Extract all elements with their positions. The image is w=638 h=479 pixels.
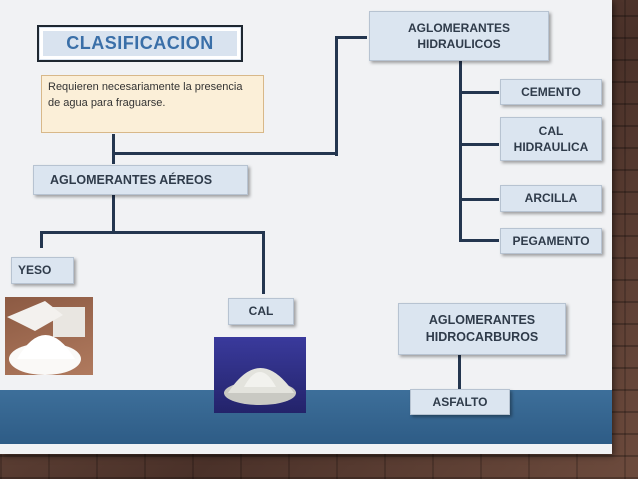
node-cal-hidraulica: CAL HIDRAULICA [500, 117, 602, 161]
node-label-line: CAL [538, 123, 564, 138]
connector-line [458, 355, 461, 389]
connector-line [459, 198, 499, 201]
node-label-line: HIDRAULICOS [417, 37, 501, 51]
yeso-photo [5, 297, 93, 375]
page-title: CLASIFICACION [37, 25, 243, 62]
connector-line [459, 239, 499, 242]
slide-canvas: CLASIFICACION Requieren necesariamente l… [0, 0, 612, 454]
connector-line [113, 152, 337, 155]
connector-line [337, 36, 367, 39]
node-yeso: YESO [11, 257, 74, 284]
connector-line [41, 231, 265, 234]
connector-line [459, 91, 499, 94]
connector-line [112, 134, 115, 164]
lime-powder-image [224, 368, 296, 405]
node-label-line: HIDRAULICA [513, 140, 589, 154]
node-aglomerantes-hidrocarburos: AGLOMERANTES HIDROCARBUROS [398, 303, 566, 355]
node-label-line: HIDROCARBUROS [425, 330, 539, 344]
node-asfalto: ASFALTO [410, 389, 510, 415]
connector-line [112, 195, 115, 233]
connector-line [40, 231, 43, 248]
connector-line [459, 143, 499, 146]
node-cemento: CEMENTO [500, 79, 602, 105]
connector-line [459, 60, 462, 241]
node-aglomerantes-hidraulicos: AGLOMERANTES HIDRAULICOS [369, 11, 549, 61]
gypsum-pile-image [7, 301, 85, 375]
connector-line [262, 231, 265, 294]
node-label-line: AGLOMERANTES [408, 20, 510, 35]
cal-photo [214, 337, 306, 413]
node-cal: CAL [228, 298, 294, 325]
node-arcilla: ARCILLA [500, 185, 602, 212]
node-pegamento: PEGAMENTO [500, 228, 602, 254]
connector-line [335, 36, 338, 156]
bottom-blue-band [0, 390, 612, 444]
node-aglomerantes-aereos: AGLOMERANTES AÉREOS [33, 165, 248, 195]
definition-note: Requieren necesariamente la presencia de… [41, 75, 264, 133]
node-label-line: AGLOMERANTES [428, 313, 536, 328]
